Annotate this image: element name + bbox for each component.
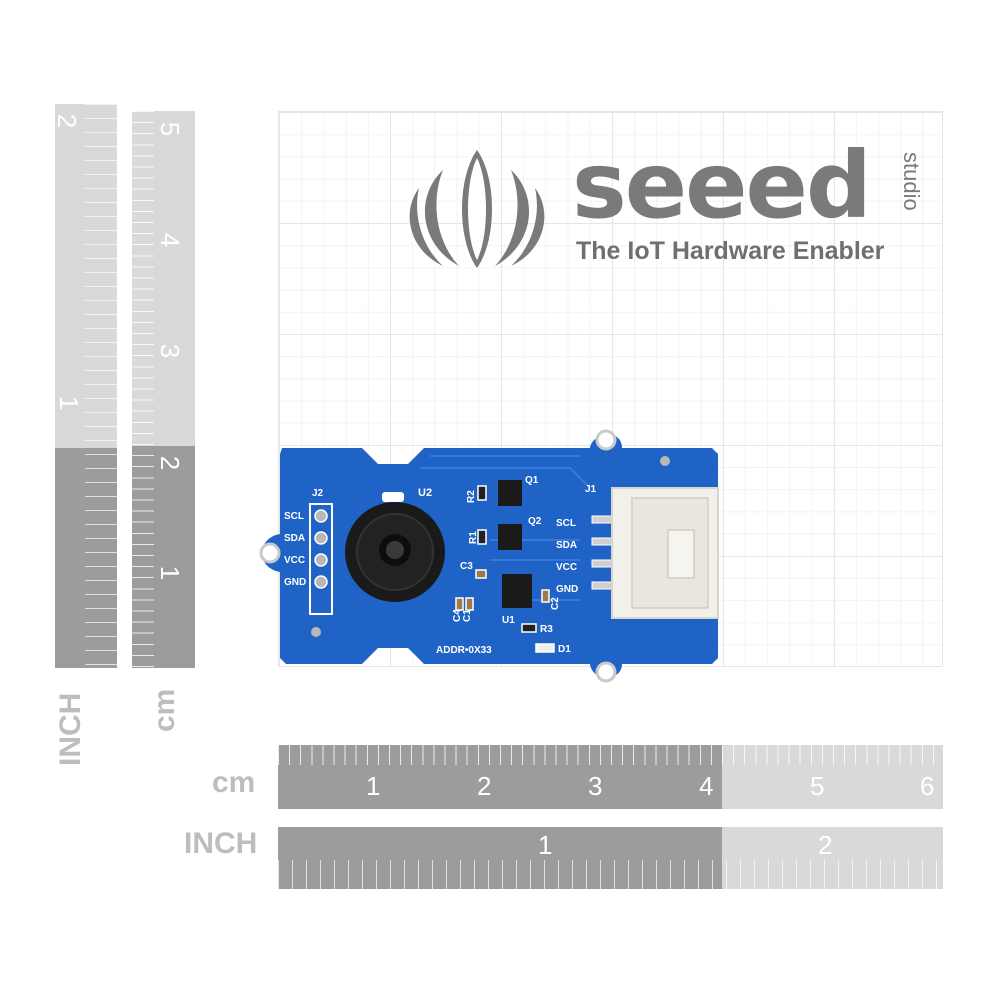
- horizontal-cm-ticks: [278, 745, 943, 765]
- r2-label: R2: [466, 490, 477, 503]
- vertical-inch-label: INCH: [54, 692, 87, 766]
- vertical-inch-number: 2: [52, 113, 83, 129]
- horizontal-cm-number: 1: [366, 771, 381, 801]
- capacitor-c3: [475, 569, 487, 579]
- j2-pin-label: GND: [284, 577, 306, 588]
- j1-ref: J1: [585, 484, 597, 495]
- horizontal-cm-number: 6: [920, 771, 935, 801]
- grove-sensor-board: J2 SCL SDA VCC GND U2 R2 Q1 Q2 R1 C3 C2 …: [259, 429, 719, 683]
- addr-label: ADDR•0X33: [436, 645, 492, 656]
- vertical-cm-number: 2: [155, 455, 186, 471]
- j2-pin-label: SCL: [284, 511, 304, 522]
- c4-label: C4: [452, 609, 463, 622]
- j1-pin-label: VCC: [556, 562, 577, 573]
- r1-label: R1: [468, 531, 479, 544]
- c1-label: C1: [462, 609, 473, 622]
- horizontal-cm-number: 2: [477, 771, 492, 801]
- mount-hole: [595, 661, 617, 683]
- r3-label: R3: [540, 624, 553, 635]
- u2-label: U2: [418, 487, 432, 499]
- horizontal-inch-number: 1: [538, 830, 553, 860]
- vertical-cm-number: 5: [155, 121, 186, 137]
- horizontal-cm-number: 4: [699, 771, 714, 801]
- horizontal-cm-number: 3: [588, 771, 603, 801]
- vertical-cm-number: 1: [155, 565, 186, 581]
- vertical-cm-number: 3: [155, 343, 186, 359]
- mount-hole: [259, 542, 281, 564]
- c2-label: C2: [550, 597, 561, 610]
- capacitor-c1: [465, 597, 474, 611]
- horizontal-inch-number: 2: [818, 830, 833, 860]
- horizontal-cm-number: 5: [810, 771, 825, 801]
- vertical-inch-number: 1: [54, 395, 85, 411]
- j2-pin-label: SDA: [284, 533, 305, 544]
- vertical-inch-ticks: [85, 104, 117, 668]
- capacitor-c2: [541, 589, 550, 603]
- resistor-r3: [521, 623, 537, 633]
- via-pad: [311, 627, 321, 637]
- transistor-q2: [498, 524, 522, 550]
- ic-u1: [502, 574, 532, 608]
- capacitor-c4: [455, 597, 464, 611]
- vertical-cm-number: 4: [155, 232, 186, 248]
- mount-hole: [595, 429, 617, 451]
- logo-studio-text: studio: [899, 152, 924, 211]
- c3-label: C3: [460, 561, 473, 572]
- horizontal-cm-label: cm: [212, 766, 256, 799]
- resistor-r2: [477, 485, 487, 501]
- j2-ref: J2: [312, 488, 324, 499]
- vertical-cm-label: cm: [148, 688, 181, 732]
- horizontal-inch-label: INCH: [184, 827, 258, 860]
- horizontal-inch-ticks: [278, 860, 943, 889]
- seeed-logo-icon: [405, 148, 550, 270]
- via-pad: [660, 456, 670, 466]
- pcb-outline: [262, 434, 718, 678]
- logo-wordmark: seeed: [572, 132, 872, 239]
- sensor-bracket: [382, 492, 404, 502]
- logo-tagline: The IoT Hardware Enabler: [576, 237, 885, 265]
- d1-label: D1: [558, 644, 571, 655]
- header-j2: [309, 503, 333, 615]
- resistor-r1: [477, 529, 487, 545]
- u1-label: U1: [502, 615, 515, 626]
- j1-pin-label: SDA: [556, 540, 577, 551]
- vertical-cm-ticks: [132, 111, 154, 668]
- transistor-q1: [498, 480, 522, 506]
- q1-label: Q1: [525, 475, 539, 486]
- led-d1: [535, 643, 555, 653]
- j1-pin-label: GND: [556, 584, 578, 595]
- j2-pin-label: VCC: [284, 555, 305, 566]
- j1-pin-label: SCL: [556, 518, 576, 529]
- q2-label: Q2: [528, 516, 542, 527]
